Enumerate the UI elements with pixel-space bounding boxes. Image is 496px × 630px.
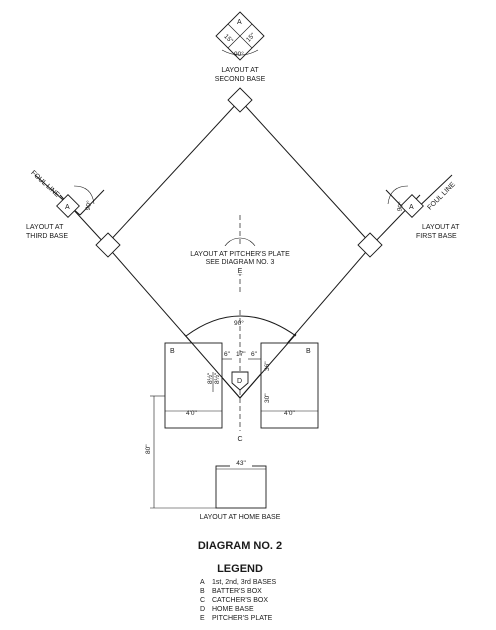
first-base-label-a: A (409, 204, 414, 211)
dim-80: 80" (145, 444, 152, 454)
first-base-detail-base (400, 194, 424, 218)
pitchers-plate-layout: LAYOUT AT PITCHER'S PLATE SEE DIAGRAM NO… (170, 215, 310, 292)
legend-key-a: A (200, 579, 205, 586)
third-base-angle-label: 90° (84, 200, 94, 211)
dim-36: 36" (264, 361, 271, 371)
third-base-label-a: A (65, 204, 70, 211)
legend-key-d: D (200, 606, 205, 613)
home-plate-label-d: D (237, 378, 242, 385)
dim-4-right: 4'0" (284, 410, 295, 417)
legend-title: LEGEND (217, 563, 263, 575)
first-base (357, 232, 383, 258)
home-angle-arc (185, 315, 297, 337)
left-batters-box-label: B (170, 348, 175, 355)
dim-17: 17" (236, 351, 246, 358)
first-base-layout: FOUL LINE A 90° LAYOUT AT FIRST BASE (385, 174, 460, 240)
second-base-title-line2: SECOND BASE (215, 76, 266, 83)
pitchers-plate-line1: LAYOUT AT PITCHER'S PLATE (190, 251, 290, 258)
third-base-title-line2: THIRD BASE (26, 233, 68, 240)
second-base-layout: A 15" 15" 90° LAYOUT AT SECOND BASE (215, 11, 266, 83)
second-base-title-line1: LAYOUT AT (221, 67, 259, 74)
legend-list: A 1st, 2nd, 3rd BASES B BATTER'S BOX C C… (200, 579, 277, 622)
third-base-detail-base (56, 194, 80, 218)
dim-6-left: 6" (224, 351, 231, 358)
third-base-angle-arc (73, 185, 95, 205)
right-batters-box (260, 342, 319, 429)
right-batters-box-label: B (306, 348, 311, 355)
baseline-third-to-second (105, 99, 241, 246)
legend-key-c: C (200, 597, 205, 604)
legend-text-d: HOME BASE (212, 606, 254, 613)
first-base-angle-arc (387, 185, 409, 205)
legend-key-e: E (200, 615, 205, 622)
legend-text-c: CATCHER'S BOX (212, 597, 268, 604)
third-base-foul-line: FOUL LINE (29, 170, 61, 199)
catchers-box-label-c: C (237, 436, 242, 443)
legend-text-e: PITCHER'S PLATE (212, 615, 273, 622)
dim-8-5-a: 8½" (206, 372, 214, 384)
pitchers-plate-label-e: E (238, 268, 243, 275)
pitchers-plate-line2: SEE DIAGRAM NO. 3 (206, 259, 275, 266)
dim-8-5-b: 8½" (213, 372, 221, 384)
dim-43: 43" (236, 460, 246, 467)
home-base-layout: 90° B B D 6" 17" 6" 8½" 8½" 36" 30" 4'0"… (145, 310, 319, 521)
home-plate (231, 371, 249, 391)
home-base-title: LAYOUT AT HOME BASE (200, 514, 281, 521)
third-base-title-line1: LAYOUT AT (26, 224, 64, 231)
dim-30: 30" (264, 393, 271, 403)
third-base (95, 232, 121, 258)
left-batters-box (164, 342, 223, 429)
legend-text-a: 1st, 2nd, 3rd BASES (212, 579, 277, 586)
legend-key-b: B (200, 588, 205, 595)
home-angle-label: 90° (234, 319, 244, 327)
second-base-angle-arc (221, 49, 259, 56)
first-base-angle-label: 90° (396, 201, 406, 212)
second-base-label-a: A (237, 19, 242, 26)
second-base (227, 87, 253, 113)
first-base-foul-line: FOUL LINE (426, 181, 457, 212)
second-base-angle-label: 90° (234, 50, 244, 58)
first-base-title-line2: FIRST BASE (416, 233, 457, 240)
legend-text-b: BATTER'S BOX (212, 588, 262, 595)
baseline-second-to-first (239, 99, 373, 246)
catchers-box (215, 465, 267, 509)
diagram-title: DIAGRAM NO. 2 (198, 540, 282, 552)
dim-4-left: 4'0" (186, 410, 197, 417)
first-base-title-line1: LAYOUT AT (422, 224, 460, 231)
dim-6-right: 6" (251, 351, 258, 358)
